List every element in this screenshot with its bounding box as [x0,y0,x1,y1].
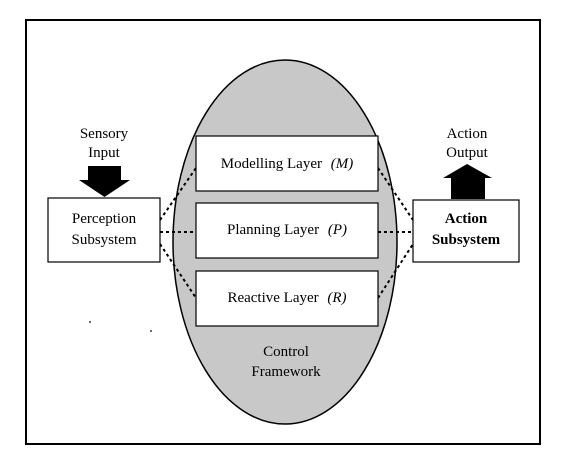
perception-label-line1: Perception [72,211,137,227]
planning-layer-box: Planning Layer (P) [195,202,379,259]
reactive-layer-symbol: (R) [327,290,346,306]
reactive-layer-box: Reactive Layer (R) [195,270,379,327]
scan-speck [89,321,91,323]
connector-perception-modelling [159,167,197,221]
planning-layer-symbol: (P) [328,222,347,238]
action-output-label-line1: Action [447,126,488,142]
action-connectors [377,167,414,299]
sensory-input-label-line2: Input [88,145,120,161]
modelling-layer-box: Modelling Layer (M) [195,135,379,192]
control-framework-label-line2: Framework [251,364,321,380]
sensory-input-arrow-icon [79,166,130,197]
action-subsystem-label-line2: Subsystem [432,232,501,248]
reactive-layer-name: Reactive Layer [227,290,318,306]
action-subsystem-label-line1: Action [445,211,488,227]
connector-reactive-action [377,243,414,299]
modelling-layer-name: Modelling Layer [221,156,322,172]
perception-label-line2: Subsystem [71,232,136,248]
action-output-label-line2: Output [446,145,489,161]
svg-text:Planning Layer (P): Planning Layer (P) [227,222,347,238]
svg-text:Reactive Layer (R): Reactive Layer (R) [227,290,346,306]
perception-subsystem-box: Perception Subsystem [47,197,161,263]
modelling-layer-symbol: (M) [331,156,354,172]
perception-connectors [159,167,197,299]
action-output-arrow-icon [443,164,492,199]
svg-text:Modelling Layer (M): Modelling Layer (M) [221,156,353,172]
connector-modelling-action [377,167,414,221]
scan-speck [150,330,152,332]
action-subsystem-box: Action Subsystem [412,199,520,263]
connector-perception-reactive [159,243,197,299]
sensory-input-label-line1: Sensory [80,126,129,142]
planning-layer-name: Planning Layer [227,222,319,238]
control-framework-label-line1: Control [263,344,309,360]
